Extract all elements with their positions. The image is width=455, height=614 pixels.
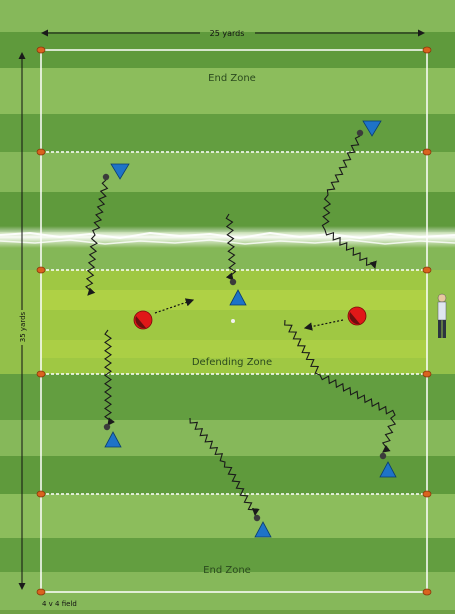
cone-marker [36, 490, 46, 498]
dribble-path [189, 417, 260, 517]
cone-marker [36, 266, 46, 274]
defending-zone-label: Defending Zone [192, 357, 272, 368]
cone-marker [422, 490, 432, 498]
attacker-player [103, 423, 122, 448]
defenders [133, 306, 367, 330]
page-tear [0, 226, 455, 248]
dribble-path [321, 135, 377, 270]
defender-approach-arrow [303, 319, 344, 331]
field-lines [40, 49, 428, 593]
attacker-player [356, 120, 382, 137]
dribble-path [284, 319, 397, 453]
attacker-player [379, 452, 397, 478]
cone-marker [422, 266, 432, 274]
attackers [102, 120, 397, 538]
ball-icon [379, 452, 387, 460]
length-label: 35 yards [19, 311, 27, 342]
cones [36, 46, 432, 596]
dribble-path [104, 329, 116, 426]
cone-marker [422, 370, 432, 378]
attacker-player [253, 514, 272, 538]
ball-icon [253, 514, 261, 522]
top-end-zone-label: End Zone [208, 73, 256, 84]
cone-marker [36, 46, 46, 54]
cone-marker [36, 588, 46, 596]
defender-paths [154, 298, 344, 331]
dribble-path [85, 179, 109, 296]
defender-approach-arrow [154, 298, 195, 314]
attacker-player [229, 278, 247, 306]
width-label: 25 yards [210, 29, 245, 38]
cone-marker [36, 148, 46, 156]
ball-icon [356, 129, 364, 137]
ball-icon [102, 173, 110, 181]
length-dimension: 35 yards [18, 52, 27, 590]
cone-marker [422, 588, 432, 596]
width-dimension: 25 yards [41, 29, 425, 38]
center-mark [231, 319, 235, 323]
ball-icon [103, 423, 111, 431]
defender-player [347, 306, 367, 326]
defender-player [133, 310, 153, 330]
cone-marker [422, 46, 432, 54]
field-caption: 4 v 4 field [42, 600, 77, 608]
cone-marker [36, 370, 46, 378]
ball-icon [229, 278, 237, 286]
cone-marker [422, 148, 432, 156]
attacker-player [102, 163, 130, 181]
dribble-paths [85, 135, 397, 517]
dribble-path [225, 213, 237, 281]
coach-figure [437, 293, 447, 338]
bottom-end-zone-label: End Zone [203, 565, 251, 576]
